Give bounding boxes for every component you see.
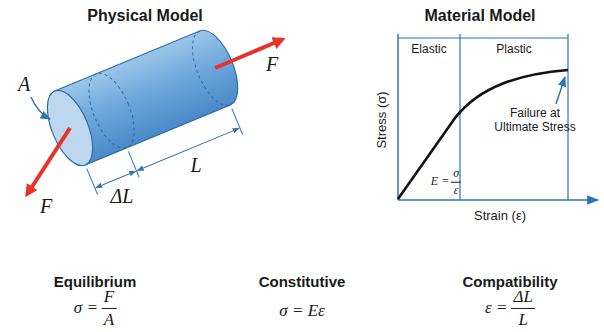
area-label: A — [18, 73, 30, 96]
failure-note: Failure at Ultimate Stress — [489, 107, 581, 135]
equation-heading-group: Constitutive — [259, 273, 346, 290]
region-label: Plastic — [496, 43, 531, 57]
modulus-formula-lhs: E = — [431, 175, 449, 189]
panel-title-group: Physical Model — [87, 7, 203, 25]
region-divider — [567, 34, 568, 200]
leader-line — [556, 77, 565, 104]
equation-lhs: σ = — [74, 298, 98, 318]
axis-label-group: Stress (σ) — [375, 91, 390, 148]
force-arrow — [28, 128, 70, 193]
equation-group: ε =ΔLL — [485, 287, 535, 329]
fraction-numerator: ΔL — [511, 287, 534, 309]
panel-title: Material Model — [424, 7, 535, 25]
leader-line — [31, 97, 50, 119]
equation-heading-group: Equilibrium — [54, 273, 137, 290]
dimension-label-group: L — [190, 154, 201, 177]
panel-title: Physical Model — [87, 7, 203, 25]
equation-lhs: ε = — [485, 298, 507, 318]
force-label-group: F — [266, 53, 278, 76]
modulus-formula-group: E =σε — [431, 167, 461, 198]
region-label: Elastic — [411, 43, 446, 57]
area-label-group: A — [18, 73, 30, 96]
equation-group: σ =FA — [74, 287, 117, 329]
dimension-label-group: ΔL — [111, 185, 134, 208]
region-bracket — [398, 37, 568, 38]
dimension-label: L — [190, 154, 201, 177]
axis-label: Stress (σ) — [375, 91, 390, 148]
dimension-line — [137, 128, 239, 170]
fraction-denominator: ε — [452, 183, 461, 198]
equation-group: σ = Eε — [279, 301, 324, 321]
equation-heading-group: Compatibility — [462, 273, 557, 290]
region-label-group: Plastic — [496, 43, 531, 57]
fraction: FA — [102, 287, 116, 329]
dimension-label: ΔL — [111, 185, 134, 208]
equation-heading: Equilibrium — [54, 273, 137, 290]
fraction-numerator: σ — [451, 167, 461, 183]
equation: σ = Eε — [279, 301, 324, 321]
y-axis — [397, 34, 399, 200]
fraction-denominator: A — [102, 308, 116, 329]
axis-label: Strain (ε) — [474, 209, 526, 224]
equation-heading: Constitutive — [259, 273, 346, 290]
force-label-group: F — [40, 195, 52, 218]
force-label: F — [266, 53, 278, 76]
failure-note-group: Failure at Ultimate Stress — [489, 107, 581, 135]
force-label: F — [40, 195, 52, 218]
fraction: ΔLL — [511, 287, 534, 329]
specimen-cylinder — [38, 24, 259, 201]
hidden-end-edge — [183, 31, 230, 112]
fraction: σε — [451, 167, 461, 198]
extension-line — [87, 169, 98, 195]
region-label-group: Elastic — [411, 43, 446, 57]
equation-heading: Compatibility — [462, 273, 557, 290]
panel-title-group: Material Model — [424, 7, 535, 25]
region-divider — [459, 34, 460, 200]
stress-strain-curve — [398, 70, 568, 199]
fraction-numerator: F — [102, 287, 116, 309]
fraction-denominator: L — [516, 308, 529, 329]
axis-label-group: Strain (ε) — [474, 209, 526, 224]
